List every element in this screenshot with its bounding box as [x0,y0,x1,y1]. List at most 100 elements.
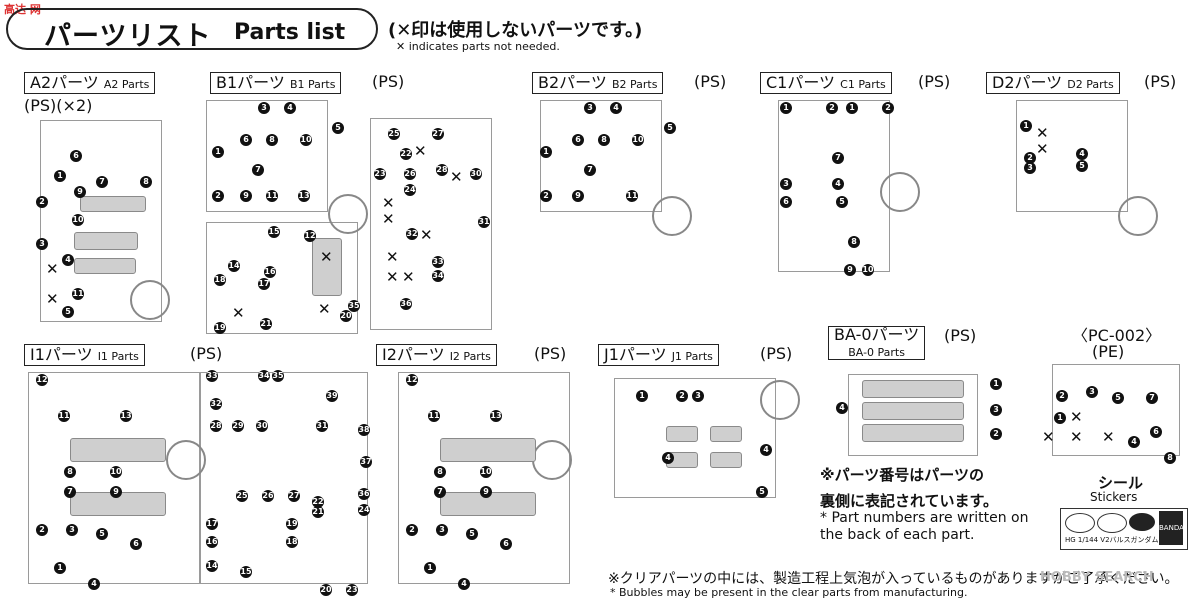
part-number-marker: 30 [256,420,268,432]
part-number-marker: 32 [210,398,222,410]
part-number-marker: 26 [262,490,274,502]
runner-frame-a2 [40,120,162,322]
section-extra-i1: (PS) [190,344,223,363]
part-number-marker: 18 [286,536,298,548]
part-number-marker: 31 [316,420,328,432]
unused-note-en: ✕ indicates parts not needed. [396,40,560,53]
runner-gate-c1 [880,172,920,212]
part-number-marker: 1 [780,102,792,114]
part-number-marker: 10 [110,466,122,478]
part-number-marker: 33 [432,256,444,268]
part-number-marker: 10 [480,466,492,478]
part-number-marker: 1 [424,562,436,574]
section-label-a2: A2パーツ A2 Parts [24,72,156,94]
part-number-marker: 1 [1054,412,1066,424]
part-number-marker: 32 [406,228,418,240]
part-number-marker: 6 [130,538,142,550]
part-number-marker: 6 [1150,426,1162,438]
part-number-marker: 2 [406,524,418,536]
part-number-marker: 33 [206,370,218,382]
part-number-marker: 8 [848,236,860,248]
footer-note-en: * Bubbles may be present in the clear pa… [610,586,968,599]
part-number-marker: 22 [312,496,324,508]
part-number-marker: 34 [258,370,270,382]
part-number-marker: 34 [432,270,444,282]
part-number-marker: 7 [252,164,264,176]
page-title-en: Parts list [234,20,346,45]
part-number-marker: 1 [636,390,648,402]
part-number-marker: 5 [756,486,768,498]
unused-x-icon: ✕ [386,268,399,286]
part-number-marker: 3 [36,238,48,250]
part-number-marker: 21 [260,318,272,330]
part-number-marker: 8 [598,134,610,146]
part-number-marker: 16 [206,536,218,548]
section-extra-d2: (PS) [1144,72,1177,91]
part-number-marker: 3 [66,524,78,536]
runner-frame-i1-left [28,372,200,584]
section-label-i2: I2パーツ I2 Parts [376,344,497,366]
runner-gate-i2 [532,440,572,480]
part-number-marker: 24 [358,504,370,516]
part-shape [70,438,166,462]
part-number-marker: 4 [62,254,74,266]
part-number-marker: 3 [780,178,792,190]
runner-gate-b1 [328,194,368,234]
part-number-marker: 2 [36,524,48,536]
part-number-marker: 5 [96,528,108,540]
part-number-marker: 1 [540,146,552,158]
part-number-marker: 2 [212,190,224,202]
part-number-marker: 31 [478,216,490,228]
runner-frame-d2 [1016,100,1128,212]
part-number-marker: 2 [36,196,48,208]
part-number-marker: 37 [360,456,372,468]
part-shape [74,232,138,250]
section-extra-a2: (PS)(×2) [24,96,93,115]
section-extra-j1: (PS) [760,344,793,363]
part-number-marker: 7 [96,176,108,188]
part-number-marker: 36 [400,298,412,310]
footer-note-ja: ※クリアパーツの中には、製造工程上気泡が入っているものがありますがご了承ください… [608,571,1179,587]
runner-frame-b1-right [370,118,492,330]
unused-x-icon: ✕ [1036,124,1049,142]
bandai-logo: BANDAI [1159,511,1186,545]
unused-x-icon: ✕ [420,226,433,244]
part-number-marker: 30 [470,168,482,180]
part-number-marker: 2 [1024,152,1036,164]
part-number-marker: 16 [264,266,276,278]
part-number-marker: 15 [240,566,252,578]
part-shape [862,402,964,420]
part-number-marker: 15 [268,226,280,238]
part-number-marker: 8 [266,134,278,146]
part-number-note-en: * Part numbers are written on the back o… [820,510,1029,543]
part-number-marker: 4 [832,178,844,190]
part-number-marker: 9 [844,264,856,276]
part-number-marker: 36 [358,488,370,500]
unused-x-icon: ✕ [46,290,59,308]
part-number-marker: 1 [212,146,224,158]
sticker-caption: HG 1/144 V2バルスガンダム [1065,536,1159,544]
section-label-pc002: 〈PC-002〉 [1072,326,1162,345]
part-number-note-ja-1: ※パーツ番号はパーツの [820,466,984,484]
part-number-marker: 3 [436,524,448,536]
part-number-marker: 9 [572,190,584,202]
unused-x-icon: ✕ [1070,428,1083,446]
part-shape [710,426,742,442]
part-number-marker: 4 [760,444,772,456]
unused-x-icon: ✕ [450,168,463,186]
part-number-marker: 14 [228,260,240,272]
part-number-marker: 8 [64,466,76,478]
part-number-marker: 9 [240,190,252,202]
part-number-marker: 1 [846,102,858,114]
part-number-marker: 11 [428,410,440,422]
part-number-marker: 3 [1086,386,1098,398]
part-number-marker: 7 [434,486,446,498]
unused-x-icon: ✕ [382,194,395,212]
part-number-marker: 4 [1076,148,1088,160]
part-number-marker: 4 [662,452,674,464]
runner-frame-b1-bottom [206,222,358,334]
part-number-marker: 11 [72,288,84,300]
part-number-marker: 4 [1128,436,1140,448]
runner-frame-b1-top [206,100,328,212]
